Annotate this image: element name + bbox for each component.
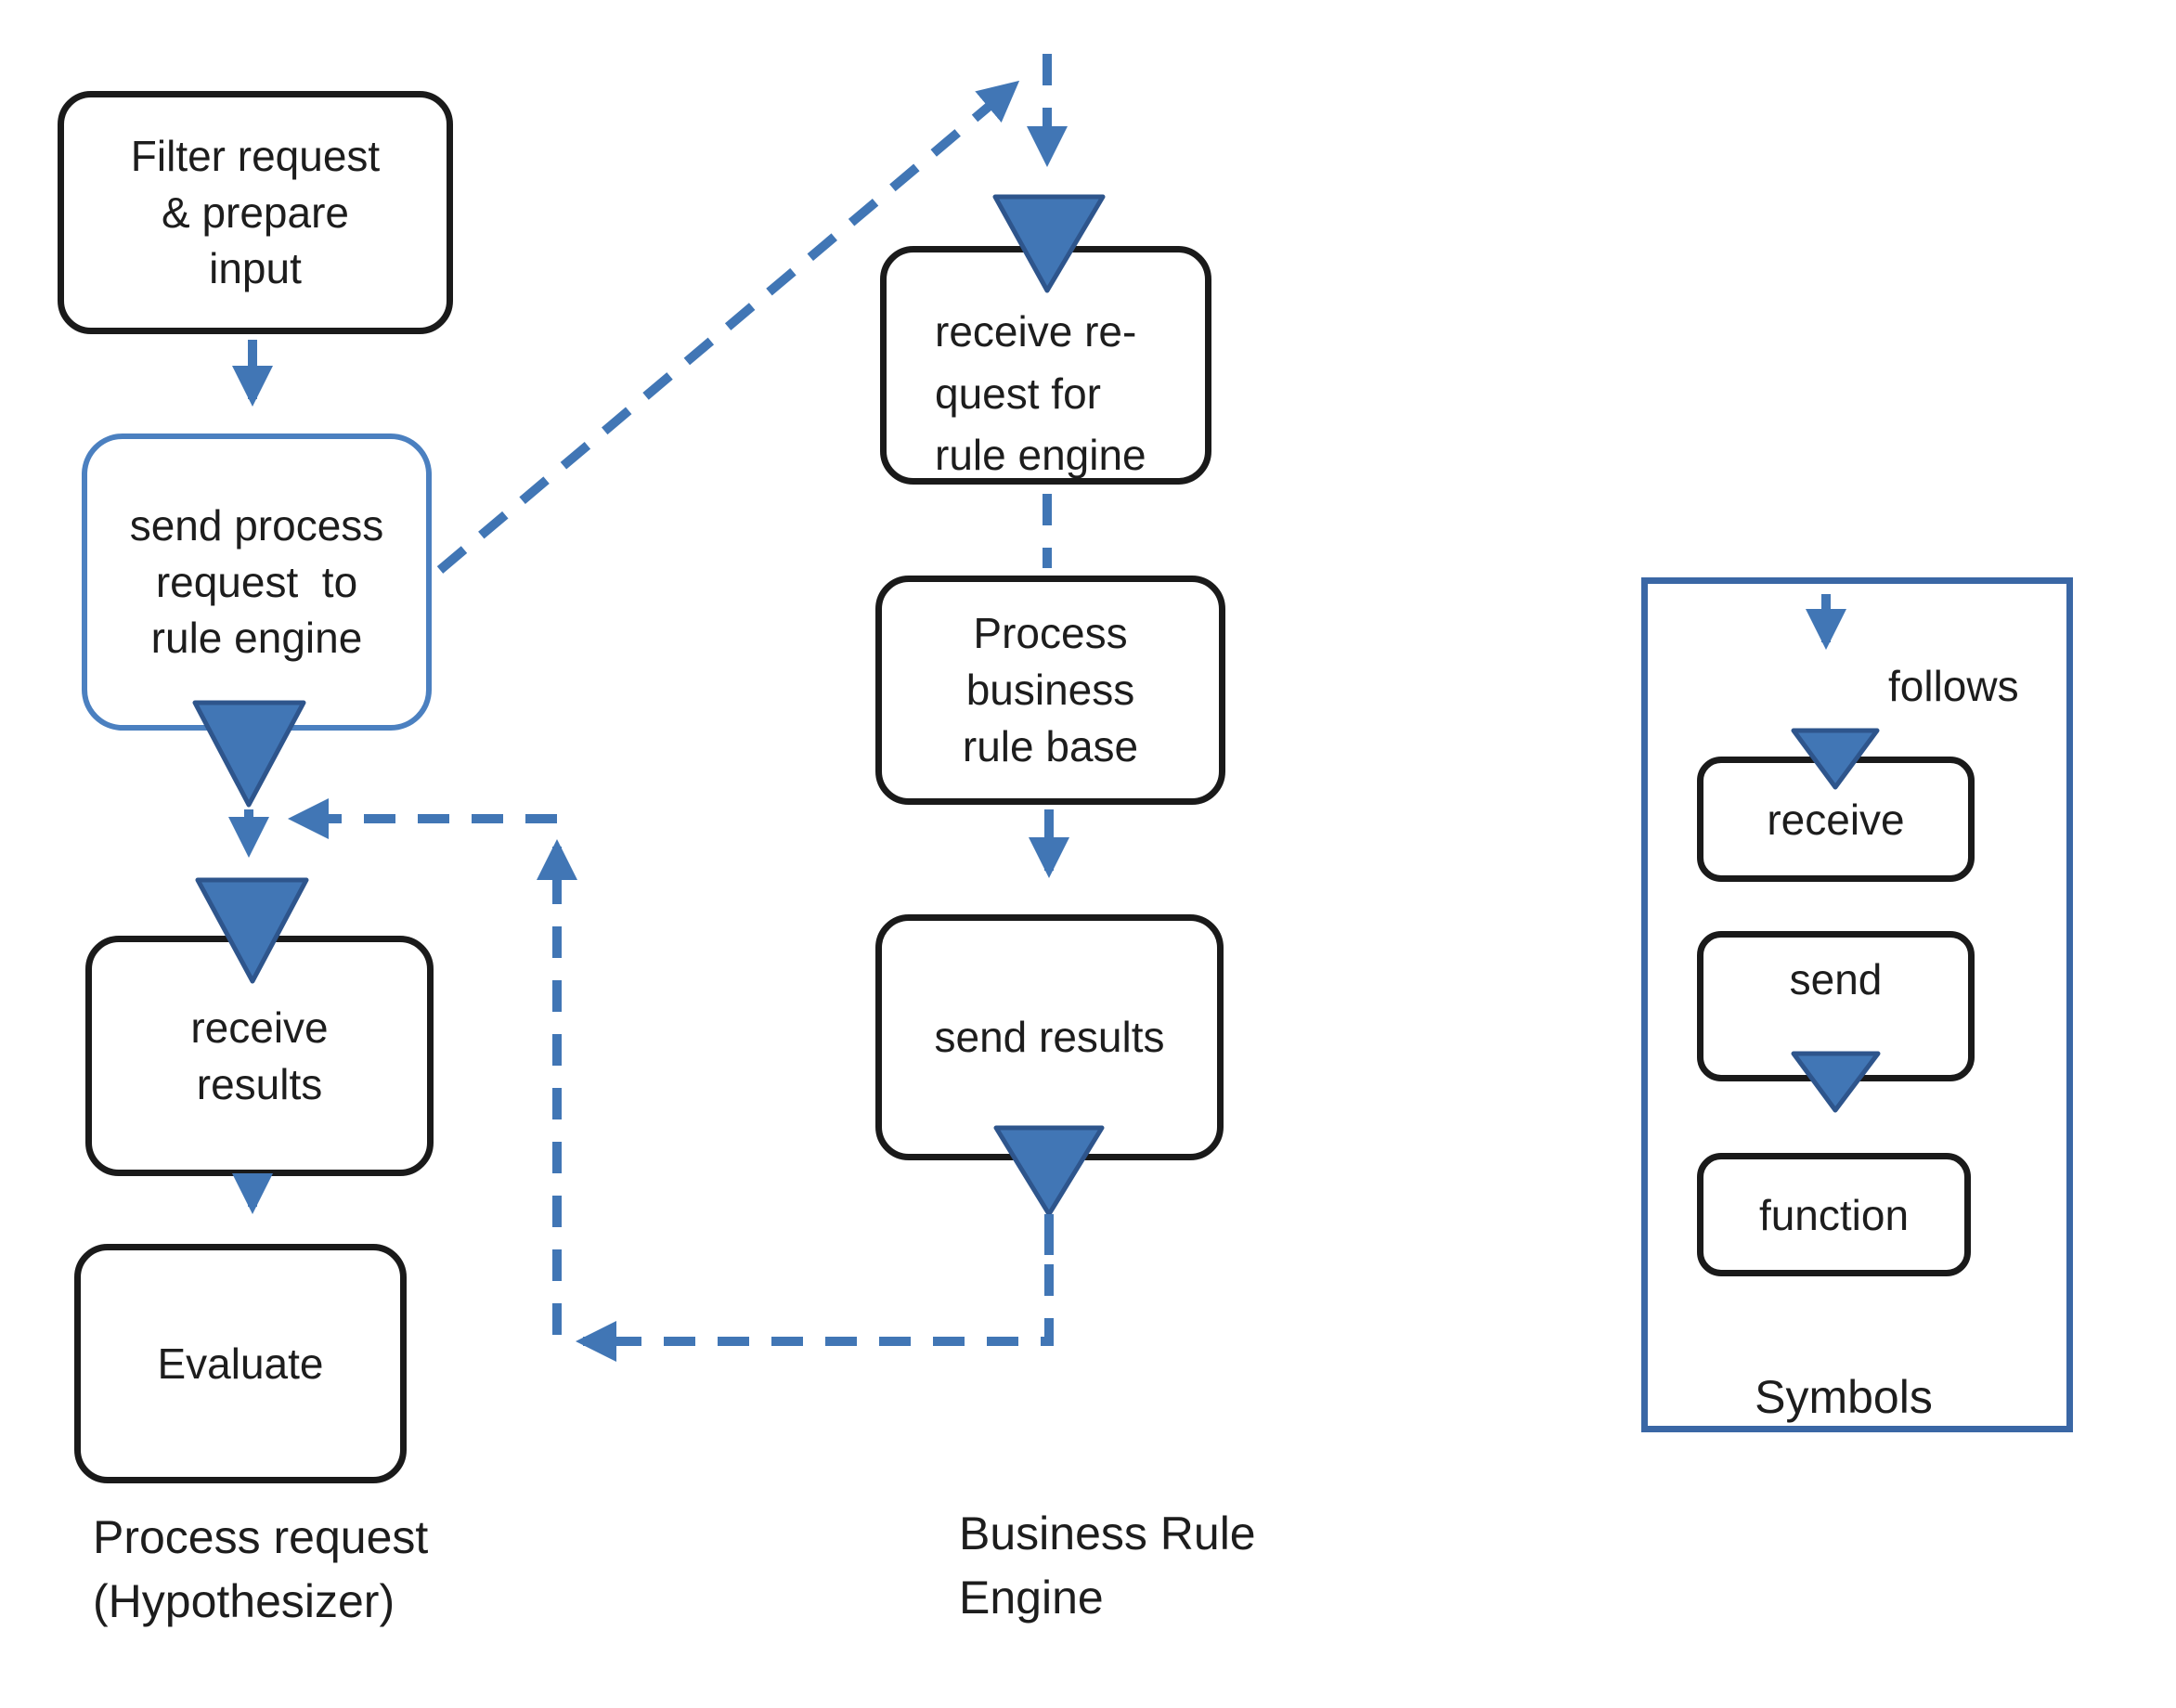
node-filter-request: Filter request & prepare input [58, 91, 453, 334]
node-receive-results-label: receive results [190, 1003, 329, 1108]
connector-return-bottom-icon [575, 1264, 1054, 1363]
caption-process-request-hypothesizer: Process request (Hypothesizer) [93, 1511, 429, 1627]
legend-function-box: function [1697, 1153, 1971, 1276]
legend-title: Symbols [1755, 1371, 1933, 1423]
node-receive-request: receive re- quest for rule engine [880, 246, 1211, 485]
node-evaluate: Evaluate [74, 1244, 407, 1483]
legend-receive-box: receive [1697, 757, 1975, 882]
legend-send-label: send [1789, 955, 1883, 1003]
node-process-business-rule-base-label: Process business rule base [962, 609, 1139, 770]
node-evaluate-label: Evaluate [157, 1339, 324, 1388]
node-send-results: send results [875, 914, 1224, 1160]
node-send-process-request: send process request to rule engine [82, 433, 432, 731]
node-send-process-request-label: send process request to rule engine [129, 500, 384, 663]
legend-follows-label: follows [1888, 662, 2019, 710]
node-process-business-rule-base: Process business rule base [875, 576, 1225, 805]
legend-receive-label: receive [1767, 795, 1905, 844]
node-receive-results: receive results [85, 936, 434, 1176]
legend-send-box: send [1697, 931, 1975, 1081]
caption-business-rule-engine: Business Rule Engine [959, 1507, 1256, 1624]
node-send-results-label: send results [934, 1013, 1165, 1062]
node-receive-request-label: receive re- quest for rule engine [935, 307, 1146, 480]
legend-function-label: function [1758, 1190, 1910, 1239]
node-filter-request-label: Filter request & prepare input [130, 131, 381, 293]
